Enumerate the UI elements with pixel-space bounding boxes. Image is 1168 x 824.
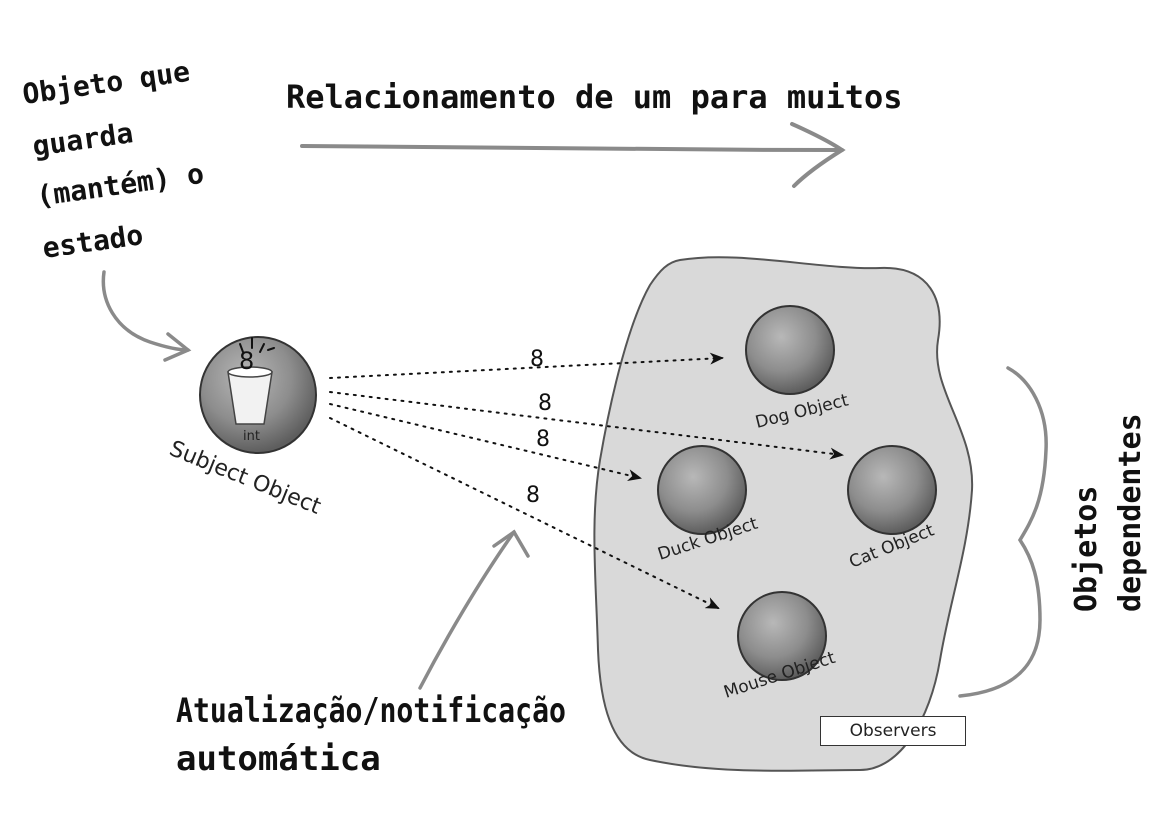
update-note-line-2: automática (176, 739, 381, 779)
glass-icon (227, 371, 273, 425)
observers-group-label: Observers (820, 716, 966, 746)
subject-note-arrow (101, 270, 192, 362)
dependents-note: Objetos dependentes (1069, 413, 1148, 612)
message-value-dog: 8 (530, 347, 544, 372)
subject-note: Objeto que guarda (mantém) o estado (20, 55, 206, 265)
subject-value: 8 (239, 347, 254, 375)
mouse-object (737, 591, 827, 681)
message-value-duck: 8 (536, 427, 550, 452)
message-line-mouse (329, 417, 720, 609)
dependents-line-1: Objetos (1069, 486, 1104, 612)
dog-object (745, 305, 835, 395)
notification-lines (329, 352, 844, 609)
update-note-line-1: Atualização/notificação (176, 691, 566, 731)
subject-type-label: int (243, 429, 260, 444)
subject-object: 8 int (199, 336, 317, 454)
relationship-label: Relacionamento de um para muitos (286, 78, 903, 116)
message-line-dog (329, 352, 724, 379)
update-note: Atualização/notificação automática (176, 691, 566, 779)
message-line-duck (329, 403, 642, 482)
observers-area (593, 256, 974, 772)
subject-note-line-2: guarda (30, 116, 135, 163)
cat-object (847, 445, 937, 535)
update-arrow (418, 529, 530, 690)
dependents-brace (958, 366, 1048, 698)
message-line-cat (329, 391, 844, 460)
message-value-mouse: 8 (526, 483, 540, 508)
duck-object (657, 445, 747, 535)
subject-note-line-3: (mantém) o (34, 157, 206, 213)
one-to-many-arrow (300, 122, 846, 188)
dependents-line-2: dependentes (1113, 413, 1148, 612)
subject-note-line-4: estado (40, 218, 145, 265)
subject-note-line-1: Objeto que (20, 55, 192, 111)
message-value-cat: 8 (538, 391, 552, 416)
sparkle-icon (239, 337, 275, 353)
